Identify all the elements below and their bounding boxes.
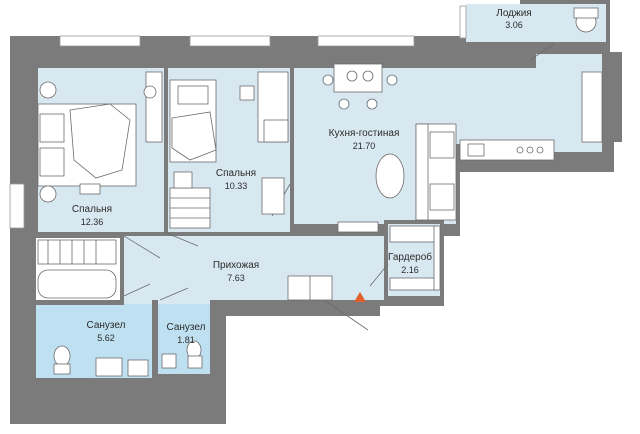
entrance-marker-icon bbox=[354, 292, 366, 302]
bathroom-2-fixtures bbox=[161, 340, 203, 369]
room-bedroom-2-area: 10.33 bbox=[225, 181, 248, 191]
floor-hallway bbox=[124, 236, 384, 306]
window-bedroom-side bbox=[9, 183, 25, 229]
sofa bbox=[415, 123, 457, 221]
room-wardrobe-name: Гардероб bbox=[388, 251, 432, 263]
room-hallway-area: 7.63 bbox=[227, 273, 245, 283]
kitchen-counter bbox=[459, 71, 603, 161]
room-bedroom-1-name: Спальня bbox=[72, 204, 112, 215]
room-loggia-area: 3.06 bbox=[505, 20, 523, 30]
bed-bedroom-2 bbox=[169, 79, 217, 163]
coffee-table bbox=[375, 153, 405, 199]
room-loggia-name: Лоджия bbox=[496, 8, 531, 19]
interior-walls bbox=[22, 64, 460, 384]
room-bathroom-1-name: Санузел bbox=[87, 320, 126, 331]
room-bathroom-2-name: Санузел bbox=[167, 322, 206, 333]
room-labels: Лоджия 3.06 Спальня 12.36 Спальня 10.33 … bbox=[72, 8, 532, 345]
bathroom-1-fixtures bbox=[53, 345, 149, 377]
bathtub bbox=[37, 239, 117, 299]
dining-table bbox=[322, 63, 398, 110]
loggia-furniture bbox=[573, 7, 599, 33]
wardrobe-bedroom-2 bbox=[169, 171, 285, 229]
room-bedroom-2-name: Спальня bbox=[216, 168, 256, 179]
wardrobe-bedroom-1 bbox=[79, 71, 163, 195]
room-bathroom-1-area: 5.62 bbox=[97, 333, 115, 343]
wardrobe-shelves bbox=[389, 225, 441, 291]
window-bedroom-1 bbox=[59, 35, 141, 47]
doors bbox=[123, 43, 555, 331]
room-kitchen-name: Кухня-гостиная bbox=[329, 128, 400, 139]
room-hallway-name: Прихожая bbox=[213, 260, 259, 271]
room-kitchen-area: 21.70 bbox=[353, 141, 376, 151]
window-bedroom-2 bbox=[189, 35, 271, 47]
room-bedroom-1-area: 12.36 bbox=[81, 217, 104, 227]
bed-bedroom-1 bbox=[37, 81, 137, 203]
room-bathroom-2-area: 1.81 bbox=[177, 335, 195, 345]
tv-stand bbox=[337, 221, 379, 233]
windows bbox=[9, 5, 467, 229]
room-wardrobe-area: 2.16 bbox=[401, 265, 419, 275]
hallway-shoes bbox=[287, 275, 333, 301]
window-loggia-side bbox=[459, 5, 467, 39]
window-kitchen bbox=[317, 35, 415, 47]
desk-bedroom-2 bbox=[239, 71, 289, 143]
